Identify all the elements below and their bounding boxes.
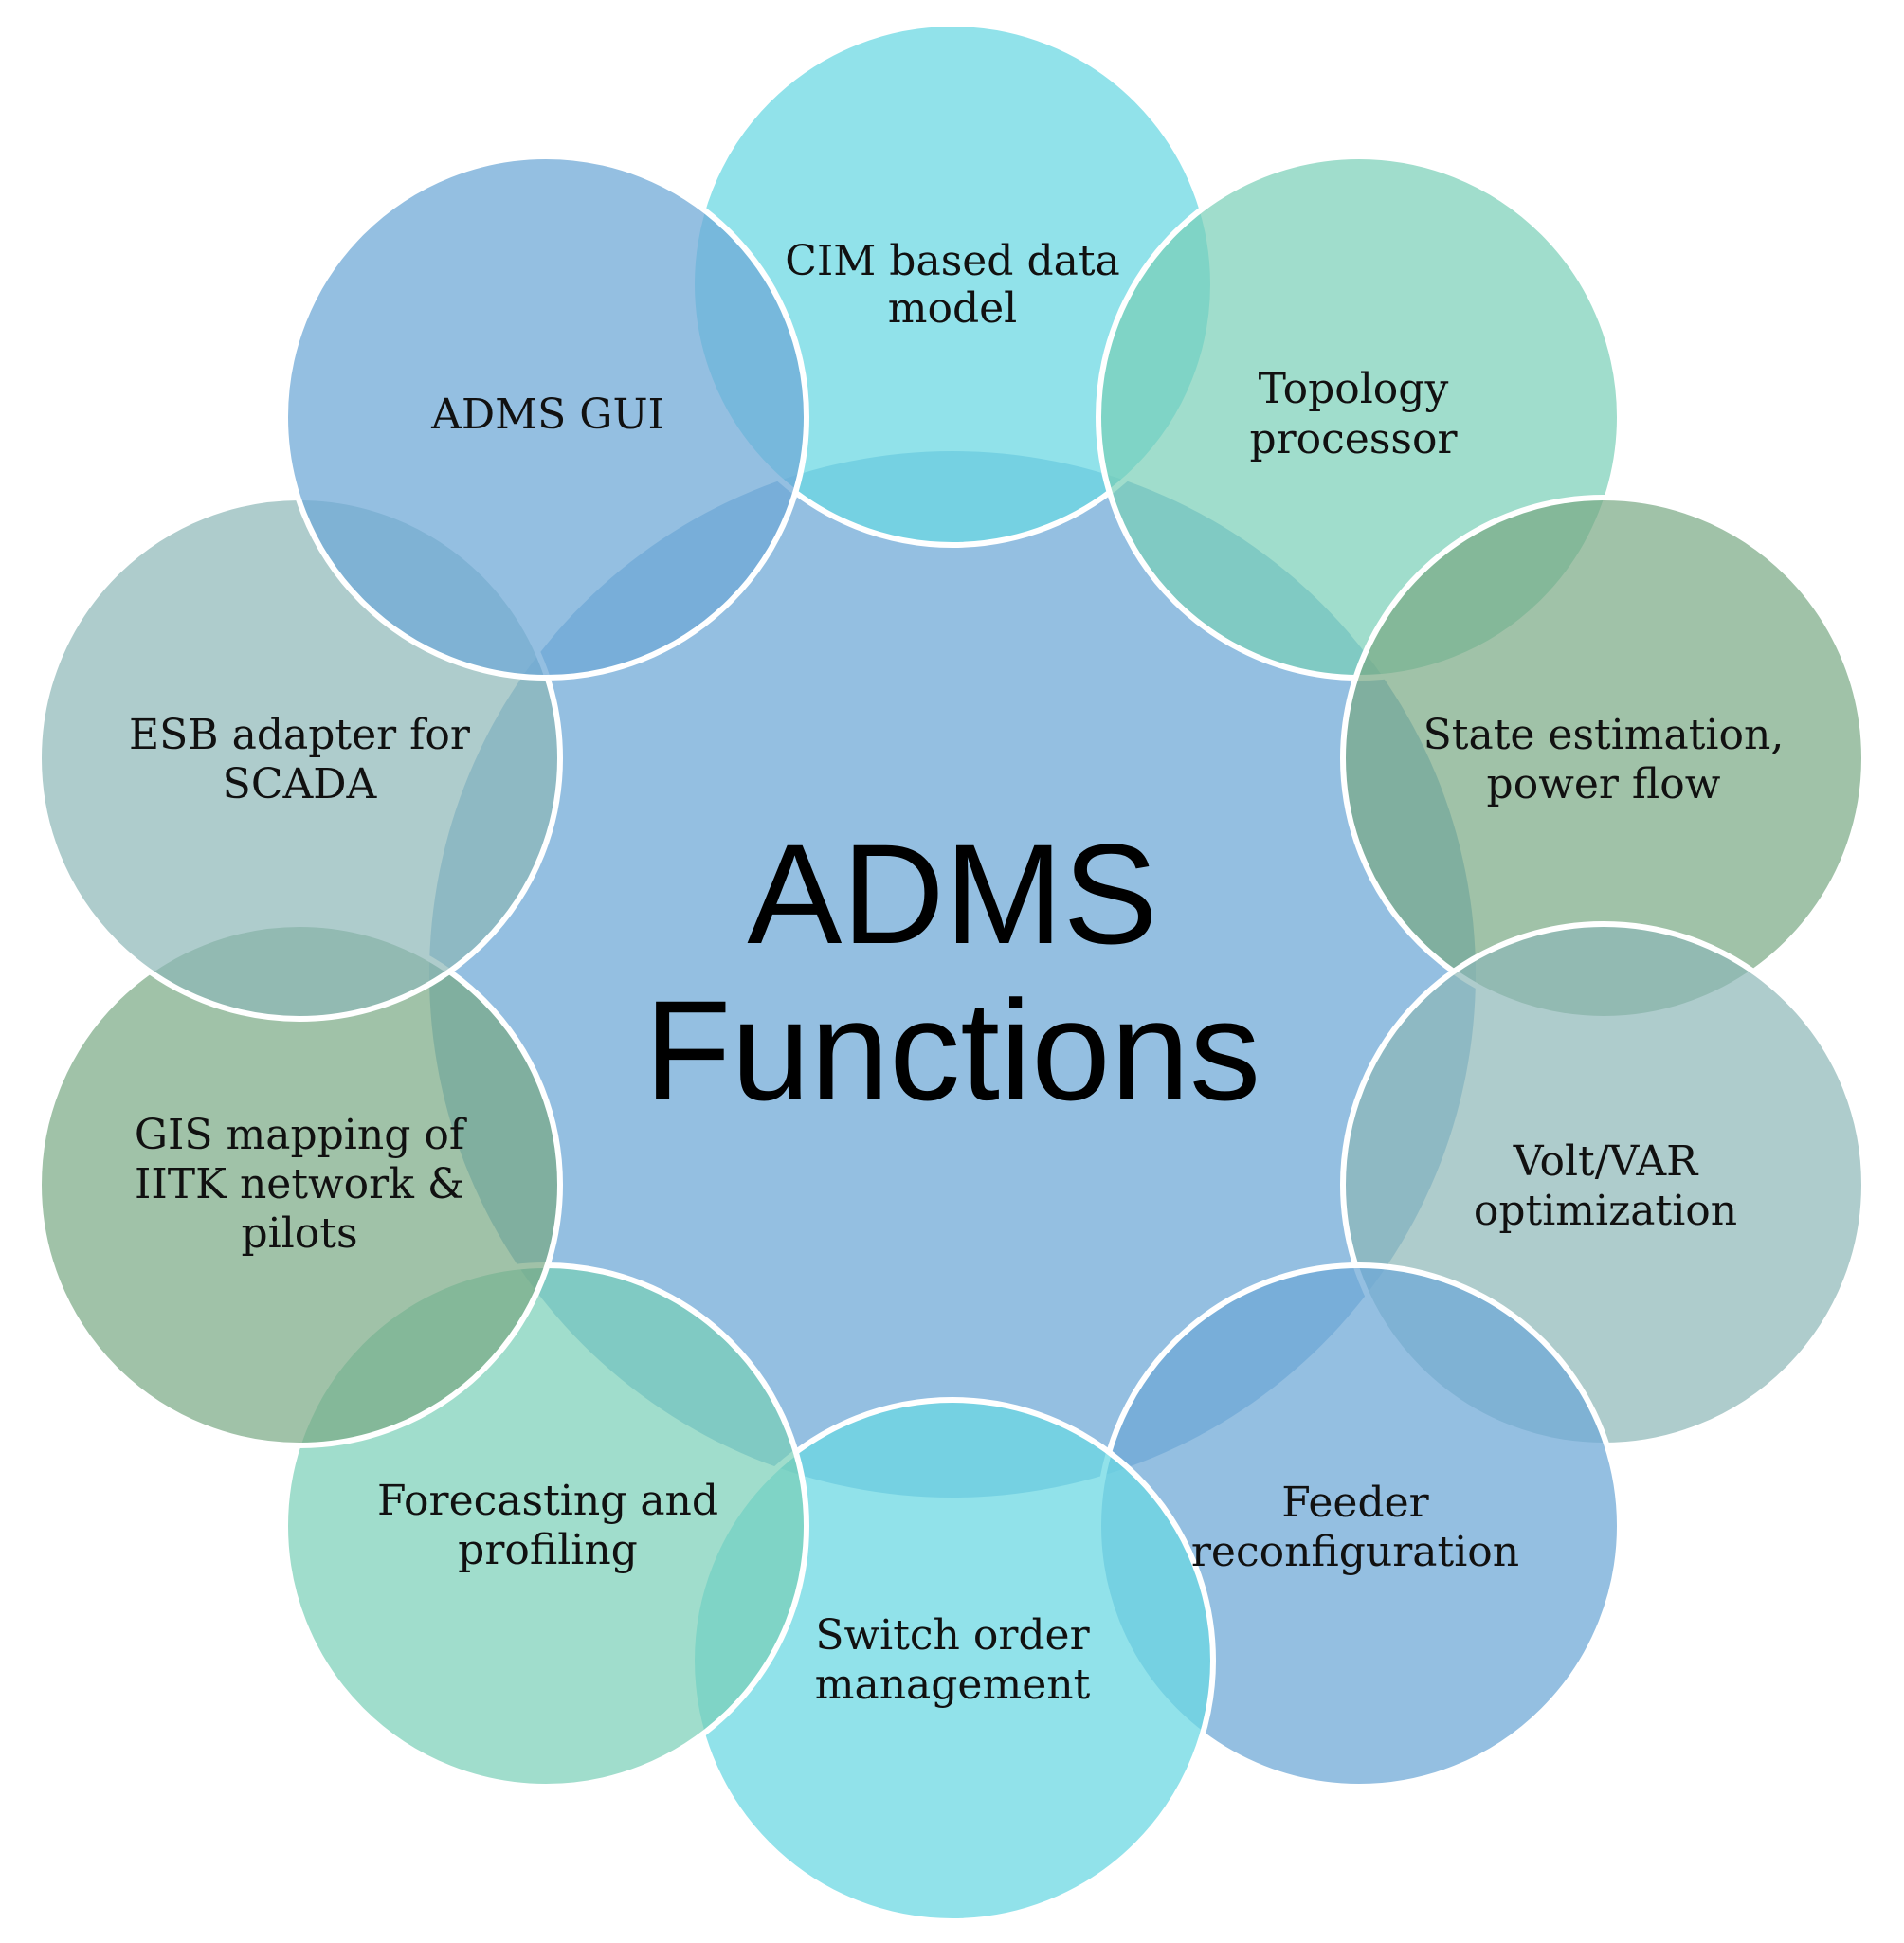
node-label-forecast-2: profiling bbox=[458, 1526, 638, 1574]
node-label-state-2: power flow bbox=[1487, 760, 1721, 808]
node-label-forecast-1: Forecasting and bbox=[377, 1477, 718, 1525]
node-label-gis-1: GIS mapping of bbox=[135, 1111, 467, 1159]
center-title-line2: Functions bbox=[644, 971, 1260, 1130]
node-label-topology-2: processor bbox=[1249, 415, 1458, 463]
node-label-state-1: State estimation, bbox=[1423, 711, 1785, 759]
node-label-cim-1: CIM based data bbox=[785, 237, 1120, 285]
node-label-switch-1: Switch order bbox=[815, 1611, 1090, 1660]
node-label-gis-3: pilots bbox=[241, 1209, 357, 1258]
center-circle bbox=[429, 451, 1476, 1498]
node-label-voltvar-2: optimization bbox=[1474, 1187, 1737, 1235]
node-label-esb-1: ESB adapter for bbox=[129, 711, 471, 759]
node-label-voltvar-1: Volt/VAR bbox=[1513, 1137, 1699, 1186]
node-label-switch-2: management bbox=[815, 1661, 1091, 1709]
node-label-topology-1: Topology bbox=[1259, 365, 1449, 413]
node-label-gui-1: ADMS GUI bbox=[430, 390, 664, 439]
center-title-line1: ADMS bbox=[747, 814, 1157, 973]
node-label-cim-2: model bbox=[888, 284, 1018, 333]
node-label-feeder-1: Feeder bbox=[1281, 1479, 1429, 1527]
node-label-gis-2: IITK network & bbox=[135, 1160, 464, 1208]
node-label-feeder-2: reconfiguration bbox=[1191, 1528, 1519, 1576]
node-label-esb-2: SCADA bbox=[223, 760, 378, 808]
node-circle-gui bbox=[282, 154, 809, 681]
